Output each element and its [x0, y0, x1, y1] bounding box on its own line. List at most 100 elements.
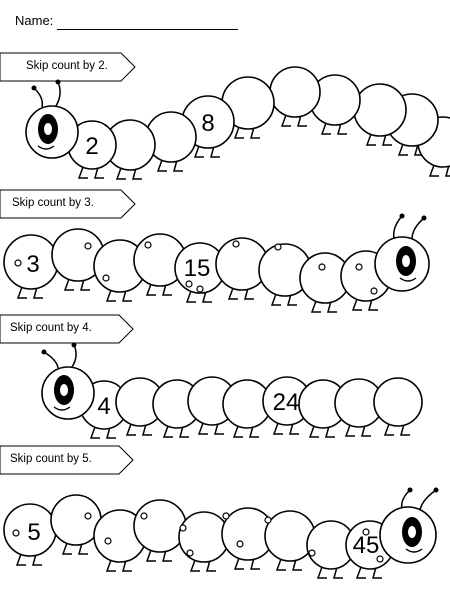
- leg: [351, 298, 362, 311]
- instruction-tag-3: Skip count by 4.: [0, 314, 140, 344]
- instruction-tag-1: Skip count by 2.: [0, 52, 140, 82]
- leg: [308, 425, 319, 438]
- leg: [33, 286, 43, 299]
- body-spot: [185, 280, 193, 288]
- leg: [94, 166, 104, 179]
- leg: [15, 553, 26, 566]
- leg: [185, 290, 196, 303]
- leg: [310, 300, 321, 313]
- body-spot: [196, 285, 204, 293]
- smile: [399, 277, 417, 282]
- eye-highlight: [44, 123, 52, 135]
- body-segment: [373, 377, 423, 427]
- antenna-tip: [399, 213, 405, 219]
- instruction-text-4: Skip count by 5.: [10, 453, 92, 465]
- antenna-tip: [31, 85, 37, 91]
- leg: [63, 278, 74, 291]
- leg: [400, 423, 410, 436]
- leg: [320, 122, 331, 135]
- antenna-tip: [433, 487, 439, 493]
- eye-highlight: [408, 526, 416, 538]
- leg: [275, 558, 286, 571]
- leg: [162, 283, 172, 296]
- body-spot: [104, 537, 112, 545]
- segment-number: 15: [184, 255, 211, 282]
- leg: [105, 289, 116, 302]
- segment-number: 4: [97, 393, 110, 420]
- leg: [232, 425, 243, 438]
- eye-highlight: [60, 384, 68, 396]
- body-spot: [84, 512, 92, 520]
- body-spot: [308, 549, 316, 557]
- body-spot: [355, 263, 363, 271]
- leg: [145, 283, 156, 296]
- leg: [383, 423, 394, 436]
- leg: [202, 290, 212, 303]
- body-spot: [370, 287, 378, 295]
- leg: [105, 559, 116, 572]
- leg: [333, 566, 343, 579]
- antenna: [411, 217, 425, 240]
- leg: [280, 114, 291, 127]
- smile: [37, 145, 55, 150]
- leg: [297, 114, 307, 127]
- body-segment: [264, 510, 316, 562]
- leg: [173, 159, 183, 172]
- leg: [210, 145, 220, 158]
- leg: [189, 559, 200, 572]
- segment-number: 24: [273, 389, 300, 416]
- leg: [272, 422, 283, 435]
- segment-number: 45: [353, 532, 380, 559]
- instruction-text-1: Skip count by 2.: [26, 60, 108, 72]
- leg: [445, 164, 450, 177]
- leg: [365, 133, 376, 146]
- caterpillar-3: 4 24: [41, 342, 423, 439]
- leg: [16, 286, 27, 299]
- leg: [249, 425, 259, 438]
- instruction-tag-2: Skip count by 3.: [0, 189, 140, 219]
- body-spot: [376, 555, 384, 563]
- leg: [80, 278, 90, 291]
- body-segment: [269, 66, 321, 118]
- leg: [122, 559, 132, 572]
- body-spot: [264, 516, 272, 524]
- body-spot: [179, 524, 187, 532]
- caterpillar-1: 28: [25, 66, 450, 180]
- leg: [244, 287, 254, 300]
- body-spot: [186, 549, 194, 557]
- body-spot: [222, 512, 230, 520]
- instruction-tag-4: Skip count by 5.: [0, 445, 140, 475]
- leg: [397, 143, 408, 156]
- body-spot: [84, 242, 92, 250]
- antenna-tip: [41, 349, 47, 355]
- leg: [289, 422, 299, 435]
- antenna: [392, 215, 403, 240]
- leg: [368, 298, 378, 311]
- body-spot: [12, 529, 20, 537]
- body-spot: [236, 540, 244, 548]
- antenna: [33, 87, 44, 108]
- leg: [179, 425, 189, 438]
- leg: [115, 167, 126, 180]
- antenna-tip: [407, 487, 413, 493]
- antenna: [400, 489, 411, 510]
- leg: [327, 300, 337, 313]
- body-spot: [274, 243, 282, 251]
- body-spot: [144, 241, 152, 249]
- leg: [372, 566, 382, 579]
- body-segment: [133, 499, 187, 553]
- leg: [250, 557, 260, 570]
- antenna: [419, 489, 437, 511]
- leg: [106, 426, 116, 439]
- smile: [53, 406, 71, 411]
- antenna-tip: [421, 215, 427, 221]
- leg: [233, 126, 244, 139]
- leg: [125, 423, 136, 436]
- leg: [89, 426, 100, 439]
- leg: [206, 559, 216, 572]
- name-blank-line[interactable]: [57, 29, 238, 30]
- leg: [325, 425, 335, 438]
